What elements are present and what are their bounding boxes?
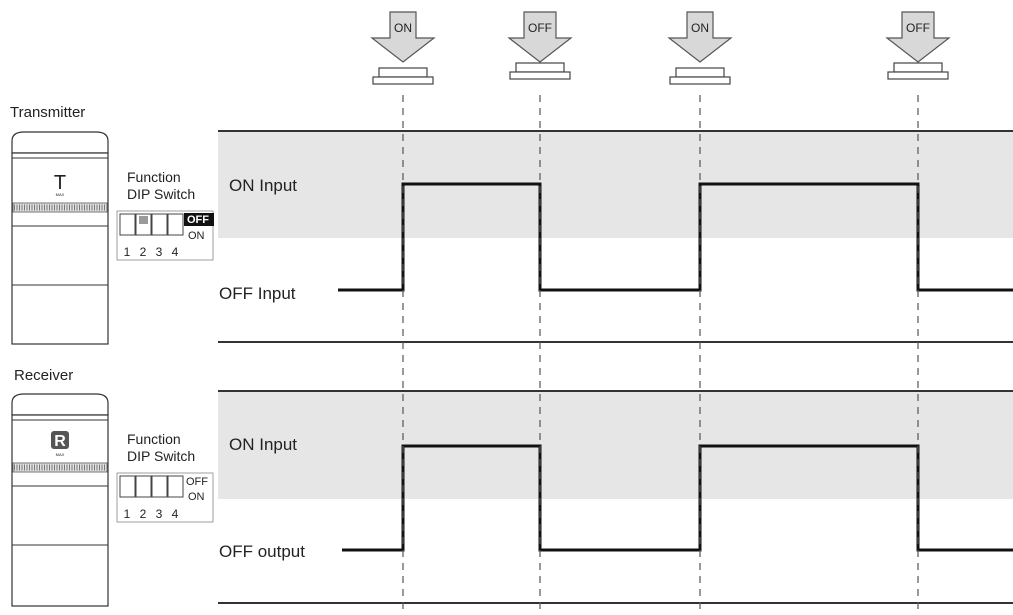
pushbutton-base (887, 71, 949, 80)
transmitter-dip-3 (151, 213, 168, 236)
receiver-timing-chart: ON Input OFF output (218, 390, 1013, 604)
transmitter-dip-2-lever (139, 216, 148, 224)
receiver-heading: Receiver (14, 367, 73, 384)
transmitter-function-label: Function (127, 169, 181, 185)
receiver-panel: Receiver R MAX Function DIP Switch OFF O… (11, 367, 214, 607)
transmitter-dip-num-2: 2 (140, 245, 147, 259)
down-arrow-icon (370, 11, 436, 63)
receiver-dip-num-3: 3 (156, 507, 163, 521)
receiver-function-label: Function (127, 431, 181, 447)
bottom-high-label: ON Input (229, 435, 297, 454)
receiver-dip-1 (119, 475, 136, 498)
transmitter-off-label-bg (184, 213, 214, 226)
transmitter-dip-on-label: ON (188, 230, 205, 242)
transmitter-dip-switch: OFF ON 1 2 3 4 (116, 210, 214, 261)
transmitter-badge-sub: MAX (56, 192, 65, 197)
pushbutton-icon (893, 62, 943, 73)
receiver-badge-sub: MAX (56, 452, 65, 457)
pushbutton-base (372, 76, 434, 85)
event-4-label: OFF (906, 21, 930, 35)
receiver-dip-num-4: 4 (172, 507, 179, 521)
transmitter-dip-1 (119, 213, 136, 236)
receiver-dip-on-label: ON (188, 491, 205, 503)
receiver-dip-num-1: 1 (124, 507, 131, 521)
event-3-label: ON (691, 21, 709, 35)
pushbutton-base (509, 71, 571, 80)
pushbutton-icon (378, 67, 428, 78)
event-1-label: ON (394, 21, 412, 35)
transmitter-dip-num-1: 1 (124, 245, 131, 259)
down-arrow-icon (667, 11, 733, 63)
receiver-dip-num-2: 2 (140, 507, 147, 521)
receiver-cap (11, 393, 109, 416)
transmitter-dip-switch-label: DIP Switch (127, 186, 195, 202)
pushbutton-base (669, 76, 731, 85)
pushbutton-icon (515, 62, 565, 73)
top-low-label: OFF Input (219, 284, 296, 303)
transmitter-badge: T (54, 172, 66, 194)
transmitter-dip-num-3: 3 (156, 245, 163, 259)
event-marker-3: ON (667, 11, 733, 85)
transmitter-dip-off-label: OFF (187, 214, 209, 226)
event-guide-lines (402, 95, 919, 615)
transmitter-dip-num-4: 4 (172, 245, 179, 259)
receiver-dip-switch-label: DIP Switch (127, 448, 195, 464)
down-arrow-icon (885, 11, 951, 63)
event-marker-2: OFF (507, 11, 573, 80)
event-markers: ON OFF ON OFF (370, 11, 951, 85)
event-marker-4: OFF (885, 11, 951, 80)
transmitter-timing-chart: ON Input OFF Input (218, 130, 1013, 343)
receiver-dip-4 (167, 475, 184, 498)
receiver-badge: R (54, 433, 66, 450)
transmitter-cap (11, 131, 109, 154)
transmitter-body (11, 152, 109, 345)
bottom-low-label: OFF output (219, 542, 305, 561)
pushbutton-icon (675, 67, 725, 78)
receiver-badge-box (51, 431, 69, 449)
top-high-label: ON Input (229, 176, 297, 195)
transmitter-panel: Transmitter T MAX Function DIP Switch OF… (10, 104, 214, 345)
transmitter-tower-icon: T MAX (11, 131, 109, 345)
event-marker-1: ON (370, 11, 436, 85)
receiver-tower-icon: R MAX (11, 393, 109, 607)
top-signal-waveform (338, 182, 1013, 292)
down-arrow-icon (507, 11, 573, 63)
receiver-dip-off-label: OFF (186, 476, 208, 488)
receiver-dip-switch: OFF ON 1 2 3 4 (116, 472, 214, 523)
receiver-dip-3 (151, 475, 168, 498)
receiver-dip-2 (135, 475, 152, 498)
transmitter-heading: Transmitter (10, 104, 85, 121)
event-2-label: OFF (528, 21, 552, 35)
transmitter-dip-4 (167, 213, 184, 236)
